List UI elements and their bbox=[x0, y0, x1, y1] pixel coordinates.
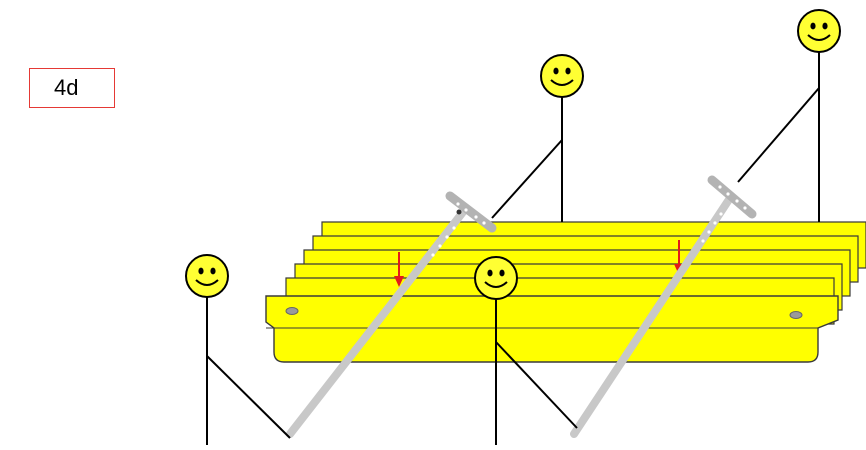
bolt-hole-right bbox=[789, 311, 803, 319]
down-arrow-icon bbox=[394, 252, 404, 287]
person-front-left bbox=[185, 254, 291, 445]
person-back-left bbox=[491, 54, 584, 222]
step-label: 4d bbox=[29, 68, 115, 108]
tamping-bar-icon bbox=[570, 175, 757, 438]
plank-stack bbox=[265, 221, 866, 363]
plank-front bbox=[265, 295, 839, 363]
smiley-face-icon bbox=[797, 9, 841, 53]
bolt-hole-left bbox=[285, 307, 299, 315]
smiley-face-icon bbox=[474, 256, 518, 300]
person-back-right bbox=[737, 9, 841, 222]
smiley-face-icon bbox=[185, 254, 229, 298]
tamping-bar-icon bbox=[286, 191, 497, 438]
smiley-face-icon bbox=[540, 54, 584, 98]
person-front-middle bbox=[474, 256, 578, 445]
